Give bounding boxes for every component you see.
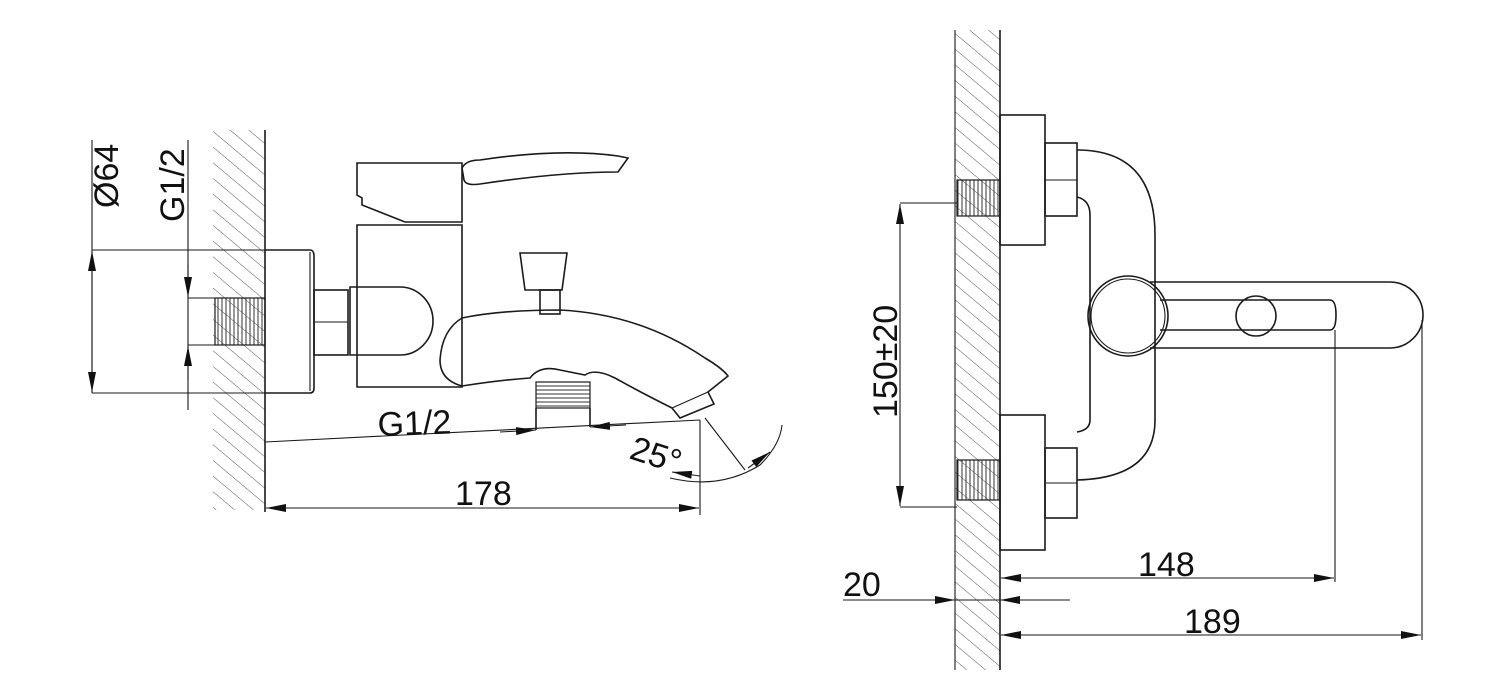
inlet-thread (214, 297, 266, 346)
nut (313, 289, 349, 356)
escutcheon (265, 249, 315, 394)
handle-lever (1160, 299, 1337, 331)
mixer-body (356, 224, 463, 388)
body-inlet-boss (349, 286, 434, 356)
spout-angle-label: 25° (626, 429, 687, 481)
lower-escutcheon (999, 414, 1046, 551)
lower-inlet-thread (956, 459, 1001, 501)
escutcheon-diameter-label: Ø64 (88, 144, 126, 208)
wall-hatch (955, 30, 1000, 670)
lever-pivot (1235, 295, 1277, 337)
spout-reach-label: 189 (1184, 603, 1241, 641)
spout (439, 309, 730, 419)
handle-cap (356, 162, 463, 223)
outlet-thread-label: G1/2 (377, 403, 452, 444)
mixer-body (1087, 275, 1169, 357)
diverter-knob (519, 252, 568, 291)
outlet-thread (535, 381, 591, 409)
inlet-spacing-label: 150±20 (867, 305, 905, 418)
projection-label: 178 (455, 475, 512, 513)
upper-nut (1044, 142, 1078, 217)
inlet-thread-label: G1/2 (154, 148, 192, 222)
front-view: 150±20 20 148 189 (843, 30, 1424, 670)
upper-inlet-thread (956, 179, 1001, 217)
spout (1150, 281, 1424, 349)
handle-lever (461, 152, 630, 186)
wall-offset-label: 20 (843, 566, 881, 604)
side-view: Ø64 G1/2 G1/2 25° 178 (88, 130, 783, 515)
u-pipe (1076, 149, 1156, 481)
lever-reach-label: 148 (1138, 546, 1195, 584)
upper-escutcheon (999, 114, 1046, 246)
lower-nut (1044, 447, 1078, 519)
